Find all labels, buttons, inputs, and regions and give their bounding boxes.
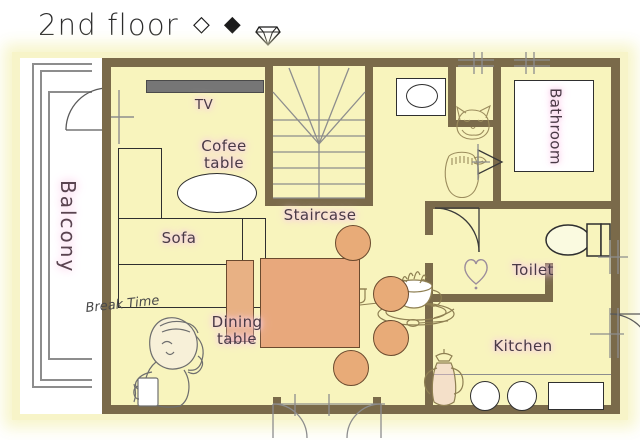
kitchen-counter-edge [433, 374, 611, 376]
tv-unit [146, 80, 264, 93]
wall-washbasin-bottom [448, 120, 500, 127]
kitchen-sink-icon [548, 382, 604, 410]
wall-toilet-left-lower [425, 263, 433, 301]
balcony-rail-mid-v [40, 70, 42, 381]
dining-chair-right-lower [373, 320, 409, 356]
balcony-area [20, 58, 102, 414]
wall-bottom [102, 405, 620, 414]
wall-dining-door-left [273, 397, 281, 414]
dining-table [260, 258, 360, 348]
wall-bathroom-bottom [493, 201, 620, 209]
wall-toilet-bottom [425, 294, 553, 302]
kitchen-door-swing [590, 308, 640, 358]
balcony-rail-inner-b [48, 358, 92, 360]
heart-icon [464, 259, 488, 290]
dining-chair-bottom [333, 350, 369, 386]
wall-kitchen-left-lower [425, 348, 433, 405]
page-title-text: 2nd floor [38, 8, 179, 42]
wall-toilet-right [545, 263, 553, 302]
dining-chair-top [335, 225, 371, 261]
diamond-filled-icon: ◆ [223, 12, 241, 37]
girl-drinking-sketch-icon [133, 317, 204, 408]
bottom-double-door [272, 394, 385, 439]
wall-toilet-top [425, 201, 501, 209]
window-top-1 [458, 52, 494, 74]
bathtub [514, 80, 594, 172]
wall-left [102, 58, 111, 414]
wall-living-stair [265, 58, 273, 206]
floor-plan: Balcony [20, 52, 640, 439]
wall-stair-bottom [265, 198, 373, 206]
staircase-steps [272, 66, 366, 199]
toilet-fixture-icon [545, 223, 611, 257]
balcony-rail-inner-t [48, 91, 92, 93]
balcony-rail-mid-t [40, 70, 92, 72]
balcony-rail-inner-v [48, 91, 50, 359]
coffee-table [177, 173, 257, 213]
cat-sketch-icon [456, 104, 491, 140]
washbasin-icon [406, 84, 438, 108]
wall-top [102, 58, 620, 67]
balcony-rail-outer-b [32, 386, 92, 388]
break-time-annotation: Break Time [85, 293, 160, 316]
spoon-icon-2 [406, 319, 449, 327]
wall-hall-left-top [448, 58, 456, 120]
stove-burner-icon-1 [470, 381, 500, 411]
floor-plan-page: 2nd floor ◇ ◆ Balcony [12, 8, 640, 439]
dining-chair-right-upper [373, 276, 409, 312]
wall-stair-right [365, 58, 373, 206]
teapot-sketch-icon [423, 349, 464, 407]
wall-bathroom-left [493, 58, 501, 208]
window-right-toilet [598, 240, 628, 274]
stove-burner-icon-2 [507, 381, 537, 411]
diamond-outline-icon: ◇ [192, 12, 210, 37]
balcony-rail-mid-b [40, 379, 92, 381]
sofa-arm-left [118, 148, 162, 222]
window-top-2 [514, 52, 550, 74]
wall-toilet-left-upper [425, 201, 433, 235]
gem-icon-svg [254, 26, 281, 46]
bathroom-door-swing [434, 207, 480, 253]
hallway-direction-icon [472, 144, 504, 180]
balcony-rail-outer-v [32, 63, 34, 388]
balcony-rail-outer-t [32, 63, 92, 65]
wall-dining-door-right [373, 397, 381, 414]
wall-right [611, 58, 620, 414]
dining-bench [226, 260, 254, 342]
page-title: 2nd floor ◇ ◆ [38, 8, 281, 46]
